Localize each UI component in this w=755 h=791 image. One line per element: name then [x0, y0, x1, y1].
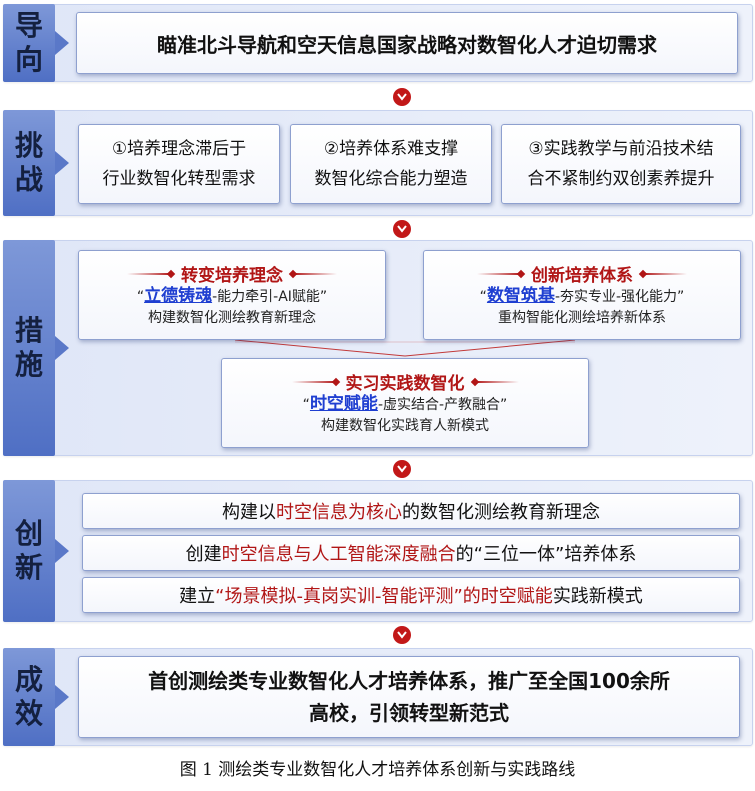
guide-card: 瞄准北斗导航和空天信息国家战略对数智化人才迫切需求: [76, 12, 738, 74]
innovation-label: 创 新: [3, 480, 69, 622]
measure-card-1: 转变培养理念 “立德铸魂-能力牵引-AI赋能” 构建数智化测绘教育新理念: [78, 250, 386, 340]
decor-line-icon: [127, 272, 171, 275]
challenge-item-3: ③实践教学与前沿技术结 合不紧制约双创素养提升: [501, 124, 741, 204]
guide-label: 导 向: [3, 4, 69, 82]
measure-card-2: 创新培养体系 “数智筑基-夯实专业-强化能力” 重构智能化测绘培养新体系: [423, 250, 741, 340]
decor-line-icon: [474, 380, 519, 383]
challenge-item-1: ①培养理念滞后于 行业数智化转型需求: [78, 124, 280, 204]
figure-caption: 图 1 测绘类专业数智化人才培养体系创新与实践路线: [179, 760, 576, 780]
chevron-down-icon: [393, 88, 411, 106]
chevron-down-icon: [393, 626, 411, 644]
chevron-down-icon: [393, 220, 411, 238]
decor-line-icon: [643, 272, 687, 275]
challenge-item-2: ②培养体系难支撑 数智化综合能力塑造: [290, 124, 492, 204]
challenge-label: 挑 战: [3, 110, 69, 216]
decor-line-icon: [291, 380, 336, 383]
result-label: 成 效: [3, 648, 69, 746]
decor-line-icon: [477, 272, 521, 275]
decor-line-icon: [293, 272, 337, 275]
measures-label: 措 施: [3, 240, 69, 456]
innovation-row-1: 构建以时空信息为核心的数智化测绘教育新理念: [82, 493, 740, 529]
innovation-row-2: 创建时空信息与人工智能深度融合的“三位一体”培养体系: [82, 535, 740, 571]
chevron-down-icon: [393, 460, 411, 478]
result-card: 首创测绘类专业数智化人才培养体系，推广至全国100余所 高校，引领转型新范式: [78, 656, 740, 738]
guide-text: 瞄准北斗导航和空天信息国家战略对数智化人才迫切需求: [157, 32, 657, 57]
measure-card-3: 实习实践数智化 “时空赋能-虚实结合-产教融合” 构建数智化实践育人新模式: [221, 358, 589, 448]
innovation-row-3: 建立“场景模拟-真岗实训-智能评测”的时空赋能实践新模式: [82, 577, 740, 613]
